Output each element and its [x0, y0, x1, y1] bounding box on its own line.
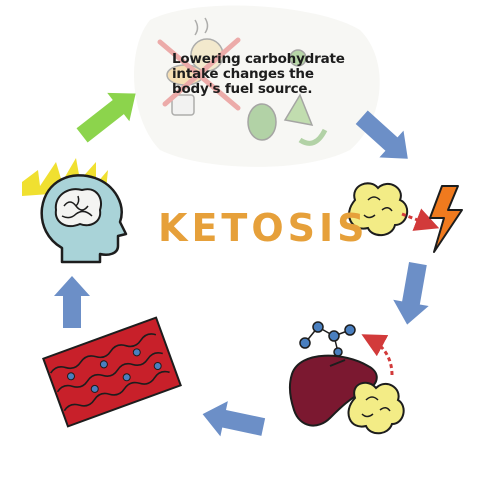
- dashed-curve-arrow: [361, 334, 394, 376]
- arrow-muscle-to-brain: [54, 276, 90, 328]
- molecule-icon: [299, 321, 356, 357]
- dashed-arrow-fat-to-energy: [401, 208, 440, 231]
- crossed-out-carbs-food-icon: [157, 17, 241, 116]
- arrow-liver-to-muscle: [202, 401, 266, 437]
- liver-icon: [288, 354, 378, 427]
- caption-cloud: [133, 5, 380, 167]
- muscle-tissue-icon: [42, 316, 182, 428]
- diagram-title: KETOSIS: [158, 206, 369, 250]
- fat-cell-icon: [348, 182, 409, 237]
- arrow-caption-to-fat: [355, 110, 408, 159]
- cycle-caption: Lowering carbohydrate intake changes the…: [172, 51, 345, 97]
- fat-cell-icon-2: [347, 381, 405, 435]
- lightning-bolt-icon: [429, 185, 463, 253]
- vegetables-icon: [247, 49, 328, 146]
- brain-head-icon: [40, 174, 128, 264]
- arrow-carbs-to-brain-green: [76, 92, 136, 143]
- arrow-fat-to-liver: [393, 261, 429, 325]
